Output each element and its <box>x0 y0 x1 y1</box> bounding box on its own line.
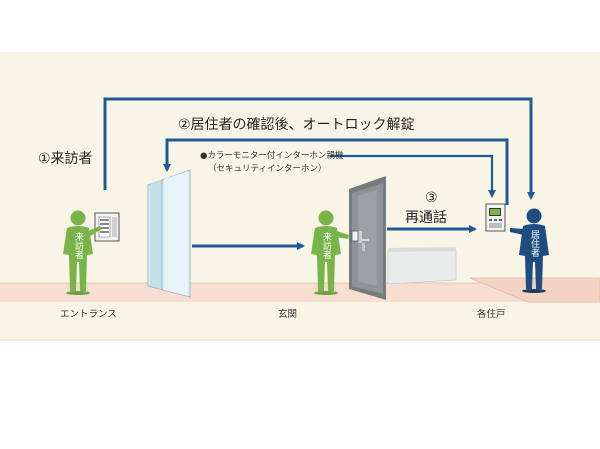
place-entrance: エントランス <box>60 309 117 320</box>
step1-label: ①来訪者 <box>38 151 93 167</box>
arrow-unlock-to-entrance <box>163 138 509 205</box>
visitor-label-entrance: 来訪者 <box>73 232 83 259</box>
visitor-figure-hall <box>311 210 349 295</box>
step2-label: ②居住者の確認後、オートロック解錠 <box>178 117 415 133</box>
entrance-intercom-panel <box>94 212 120 242</box>
door-card-reader <box>351 230 359 242</box>
resident-label: 居住者 <box>529 230 539 257</box>
hall-door <box>349 176 386 300</box>
indoor-monitor-device <box>485 203 506 232</box>
entrance-glass-door <box>147 169 191 298</box>
visitor-figure-entrance <box>63 210 102 295</box>
visitor-label-hall: 来訪者 <box>321 232 331 259</box>
device-pointer-line <box>330 154 496 198</box>
resident-figure <box>510 208 549 293</box>
step3-number: ③ <box>425 190 438 206</box>
floor-strip <box>0 283 600 302</box>
step3-label: 再通話 <box>405 210 447 226</box>
place-hall: 玄関 <box>278 309 298 320</box>
hall-wall <box>387 247 457 285</box>
device-subname: （セキュリティインターホン） <box>208 164 327 174</box>
place-unit: 各住戸 <box>477 309 506 320</box>
arrow-visitor-to-unit <box>103 97 535 200</box>
device-name: ●カラーモニター付インターホン親機 <box>200 151 344 161</box>
